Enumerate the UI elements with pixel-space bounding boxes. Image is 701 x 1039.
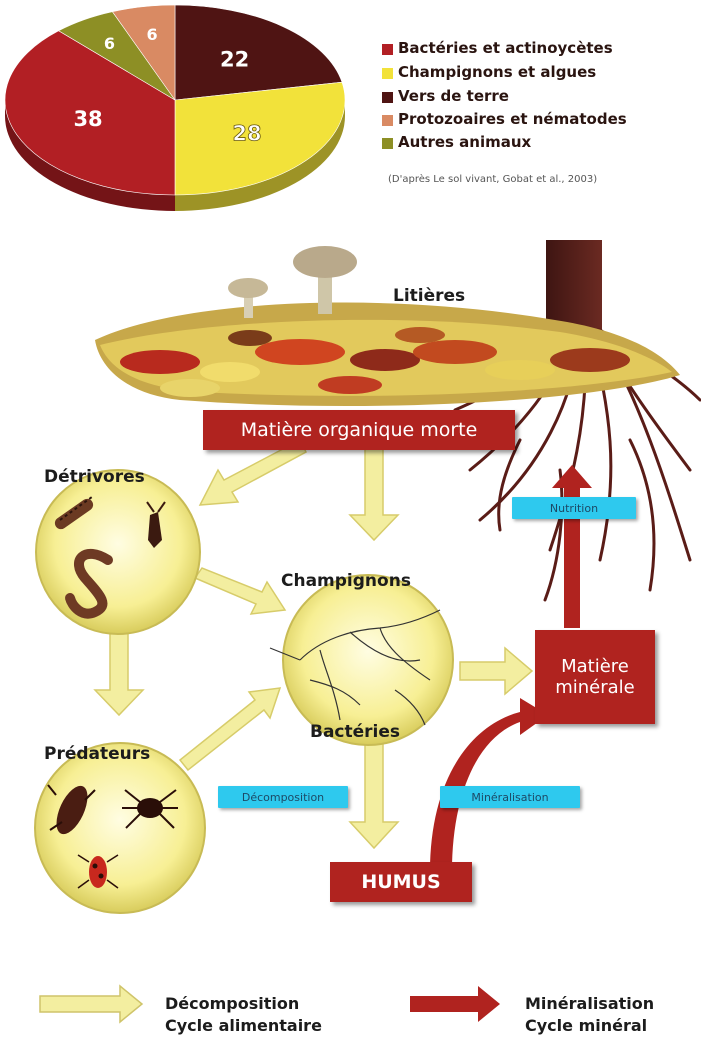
arrow-predateurs-to-champignons <box>180 688 280 770</box>
box-matiere-minerale-line2: minérale <box>555 677 635 698</box>
arrow-matiere-to-champignons <box>350 448 398 540</box>
title-detrivores: Détrivores <box>44 467 145 487</box>
key-red-line2: Cycle minéral <box>525 1015 654 1037</box>
box-matiere-minerale: Matière minérale <box>535 630 655 724</box>
champignons-circle <box>283 575 453 745</box>
title-bacteries: Bactéries <box>310 722 400 742</box>
tree-trunk <box>546 240 602 330</box>
key-yellow-label: Décomposition Cycle alimentaire <box>165 993 322 1037</box>
box-matiere-minerale-line1: Matière <box>561 656 629 677</box>
arrow-detrivores-to-champignons <box>195 568 285 614</box>
arrow-bacteries-to-humus <box>350 740 398 848</box>
key-red-arrow-icon <box>410 986 500 1022</box>
box-matiere-organique-morte: Matière organique morte <box>203 410 515 450</box>
arrow-champignons-to-minerale <box>460 648 532 694</box>
tag-mineralisation: Minéralisation <box>440 786 580 808</box>
detrivores-circle <box>36 470 200 634</box>
key-yellow-arrow-icon <box>40 986 142 1022</box>
title-champignons: Champignons <box>281 571 411 591</box>
title-predateurs: Prédateurs <box>44 744 150 764</box>
tag-nutrition: Nutrition <box>512 497 636 519</box>
box-humus: HUMUS <box>330 862 472 902</box>
tag-decomposition: Décomposition <box>218 786 348 808</box>
key-yellow-line1: Décomposition <box>165 993 322 1015</box>
key-red-label: Minéralisation Cycle minéral <box>525 993 654 1037</box>
key-red-line1: Minéralisation <box>525 993 654 1015</box>
title-litieres: Litières <box>393 286 465 306</box>
arrow-humus-to-minerale <box>430 698 548 872</box>
key-yellow-line2: Cycle alimentaire <box>165 1015 322 1037</box>
